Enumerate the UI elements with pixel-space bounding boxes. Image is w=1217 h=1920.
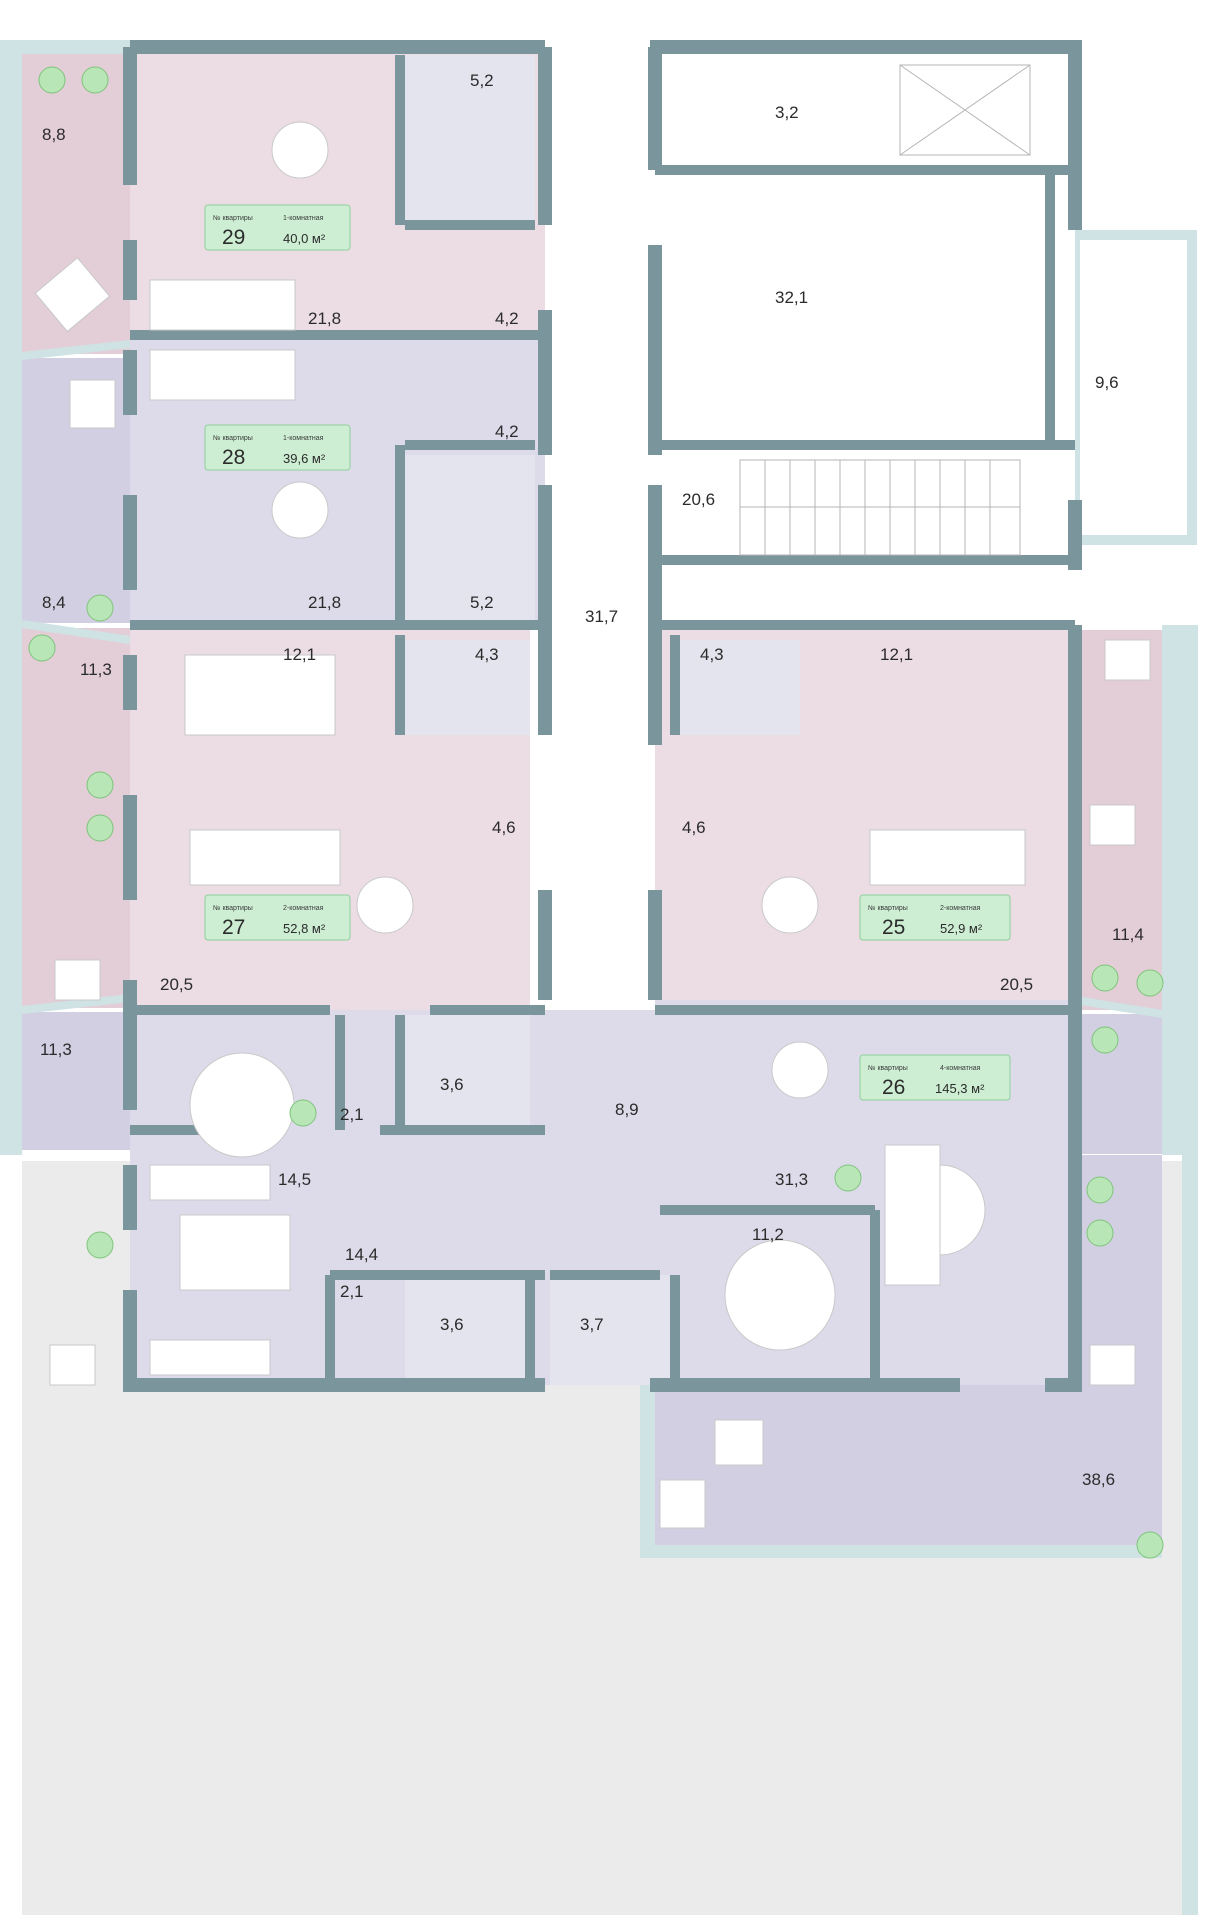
room-area: 21,8 [308,309,341,328]
terrace-divider [21,620,131,644]
room-area: 11,3 [80,660,112,679]
apt-type: 1-комнатная [283,435,324,442]
apartment-tags [204,204,1011,1101]
room-area: 2,1 [340,1282,364,1301]
terrace-divider [21,340,131,360]
apt-type: 4-комнатная [940,1065,981,1072]
bath-26c [550,1275,670,1385]
terrace-26-left [22,1012,130,1150]
terrace-26-right [1075,1014,1162,1154]
bath-26b [405,1275,525,1385]
room-area: 5,2 [470,71,494,90]
room-area: 38,6 [1082,1470,1115,1489]
apt-area: 145,3 м² [935,1081,985,1096]
bath-25 [675,640,800,735]
room-area: 4,2 [495,309,519,328]
apt-number: 26 [882,1076,905,1099]
room-area: 4,2 [495,422,519,441]
bath-27 [405,640,530,735]
room-area: 31,7 [585,607,618,626]
room-area: 4,3 [475,645,499,664]
apt-no-label: № квартиры [213,215,253,222]
room-area: 12,1 [880,645,913,664]
apt-no-label: № квартиры [213,905,253,912]
bath-29 [405,55,535,225]
terrace-divider [21,994,131,1014]
room-area: 3,6 [440,1315,464,1334]
apt-area: 39,6 м² [283,451,326,466]
inner-walls [130,55,1075,1385]
room-area-labels: 8,8 5,2 21,8 4,2 4,2 21,8 5,2 8,4 3,2 32… [40,71,1144,1489]
room-area: 20,5 [1000,975,1033,994]
room-area: 3,6 [440,1075,464,1094]
apt-no-label: № квартиры [868,1065,908,1072]
room-area: 32,1 [775,288,808,307]
room-area: 20,5 [160,975,193,994]
apt-tag-26: № квартиры 26 4-комнатная 145,3 м² [868,1065,985,1099]
room-area: 31,3 [775,1170,808,1189]
corridor [545,50,655,1010]
bath-28 [405,455,535,620]
room-area: 8,9 [615,1100,639,1119]
left-terrace-outline [0,40,22,1155]
room-area: 4,6 [682,818,706,837]
room-area: 8,4 [42,593,66,612]
apt-number: 27 [222,916,245,939]
room-area: 3,7 [580,1315,604,1334]
terrace-9-6 [1070,230,1197,545]
apt-no-label: № квартиры [213,435,253,442]
room-area: 8,8 [42,125,66,144]
left-terrace-outline-top [0,40,130,54]
room-area: 3,2 [775,103,799,122]
terrace-divider [1074,996,1163,1018]
apt-tag-25: № квартиры 25 2-комнатная 52,9 м² [868,905,983,939]
room-area: 9,6 [1095,373,1119,392]
room-area: 4,3 [700,645,724,664]
apt-no-label: № квартиры [868,905,908,912]
room-area: 11,4 [1112,925,1144,944]
room-area: 21,8 [308,593,341,612]
apt-tag-29: № квартиры 29 1-комнатная 40,0 м² [213,215,326,249]
walls [123,40,1082,1392]
apt-area: 52,9 м² [940,921,983,936]
room-area: 4,6 [492,818,516,837]
room-area: 12,1 [283,645,316,664]
terrace-27 [22,628,130,1008]
apt-type: 2-комнатная [283,905,324,912]
apt-type: 1-комнатная [283,215,324,222]
room-area: 2,1 [340,1105,364,1124]
apt-tag-28: № квартиры 28 1-комнатная 39,6 м² [213,435,326,469]
room-area: 11,3 [40,1040,72,1059]
furniture [34,121,1151,1529]
apt-number: 29 [222,226,245,249]
apt-area: 40,0 м² [283,231,326,246]
apt-type: 2-комнатная [940,905,981,912]
apt-number: 28 [222,446,245,469]
apt-number: 25 [882,916,905,939]
apt-area: 52,8 м² [283,921,326,936]
room-area: 14,5 [278,1170,311,1189]
room-area: 20,6 [682,490,715,509]
room-area: 14,4 [345,1245,378,1264]
room-area: 5,2 [470,593,494,612]
room-area: 11,2 [752,1225,784,1244]
staircase [739,64,1031,556]
bath-26a [405,1015,530,1130]
apt-tag-27: № квартиры 27 2-комнатная 52,8 м² [213,905,326,939]
plants [28,66,1164,1559]
